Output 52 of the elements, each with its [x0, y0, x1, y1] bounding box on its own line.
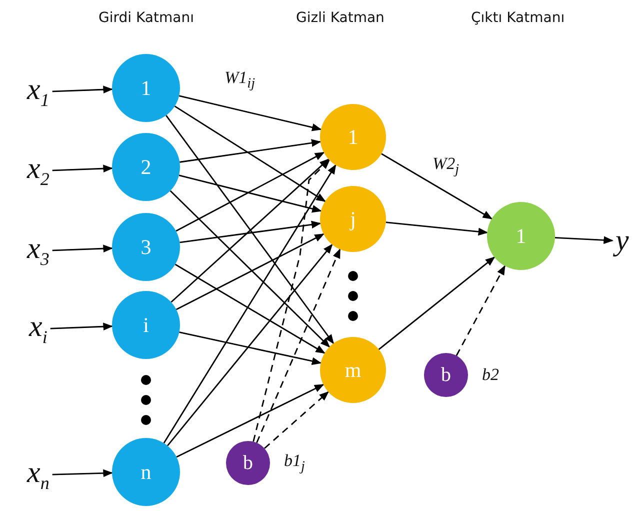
input-neuron: n [112, 438, 180, 506]
input-neuron: i [112, 291, 180, 359]
arrow [381, 153, 493, 220]
hidden-neuron: 1 [320, 104, 386, 170]
arrow [178, 174, 322, 213]
dashed-arrow [252, 159, 330, 442]
arrow [378, 256, 496, 350]
arrow [174, 106, 326, 202]
arrow [50, 322, 113, 330]
input-neuron: 3 [112, 213, 180, 281]
bias-neuron: b [226, 441, 270, 485]
bias-neuron: b [424, 353, 468, 397]
bias-label: b1$_{j}$ [284, 451, 305, 476]
arrow [554, 236, 614, 244]
arrow [170, 190, 330, 348]
variable-label: x$_{3}$ [27, 234, 50, 268]
weight-label: W1$_{ij}$ [224, 68, 256, 92]
arrow [176, 233, 324, 310]
arrow [166, 115, 334, 344]
layer-title: Çıktı Katmanı [471, 10, 565, 26]
dashed-arrow [264, 391, 330, 449]
hidden-neuron: m [320, 337, 386, 403]
variable-label: y [616, 226, 629, 256]
arrow [52, 469, 113, 478]
arrow [52, 86, 113, 94]
arrow [180, 220, 322, 244]
dashed-arrow [456, 265, 506, 356]
bias-label: b2 [482, 365, 499, 385]
arrow [178, 95, 322, 132]
dashed-arrow [256, 248, 341, 444]
arrow [163, 164, 336, 444]
variable-label: x$_{1}$ [27, 75, 50, 109]
arrow [179, 332, 322, 365]
layer-title: Girdi Katmanı [98, 10, 194, 26]
arrow [174, 264, 326, 354]
arrow [176, 384, 324, 458]
variable-label: x$_{n}$ [27, 458, 50, 492]
output-neuron: 1 [487, 202, 555, 270]
arrow [176, 152, 325, 232]
arrow [170, 158, 330, 303]
layer-title: Gizli Katman [296, 10, 384, 26]
variable-label: x$_{2}$ [27, 154, 50, 188]
arrow [52, 244, 113, 252]
variable-label: x$_{i}$ [29, 312, 48, 346]
input-neuron: 1 [112, 54, 180, 122]
weight-label: W2$_{j}$ [432, 154, 460, 178]
hidden-neuron: j [320, 186, 386, 252]
arrow [166, 244, 333, 446]
input-neuron: 2 [112, 133, 180, 201]
arrow [180, 139, 322, 163]
arrow [52, 164, 113, 172]
arrow [386, 222, 488, 236]
